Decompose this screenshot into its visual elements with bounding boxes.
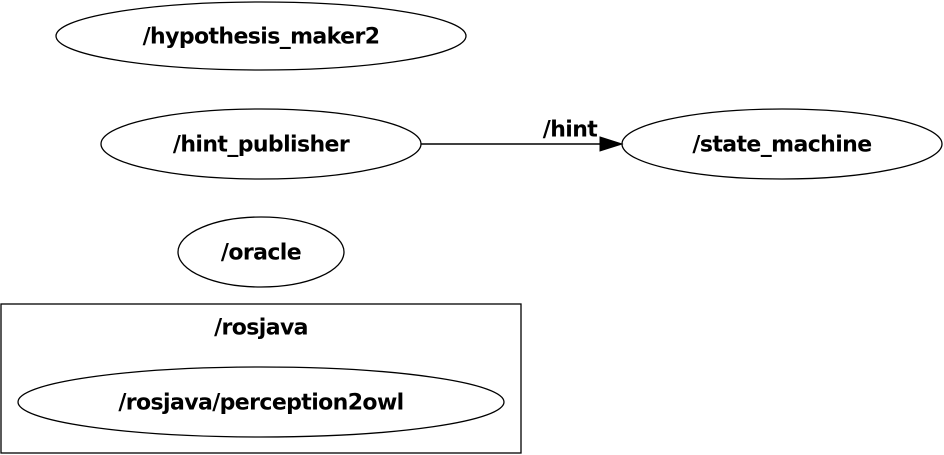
node-oracle[interactable]: /oracle — [177, 216, 345, 288]
node-state-machine[interactable]: /state_machine — [621, 108, 943, 180]
node-state-machine-label: /state_machine — [692, 133, 871, 158]
node-perception2owl[interactable]: /rosjava/perception2owl — [17, 366, 505, 438]
node-hint-publisher[interactable]: /hint_publisher — [100, 108, 422, 180]
node-oracle-ellipse[interactable] — [177, 216, 345, 288]
node-hypothesis-maker2[interactable]: /hypothesis_maker2 — [55, 1, 467, 71]
edge-hint[interactable]: /hint — [421, 118, 624, 152]
node-hint-publisher-label: /hint_publisher — [173, 133, 350, 158]
cluster-rosjava-label: /rosjava — [214, 316, 308, 341]
node-perception2owl-ellipse[interactable] — [17, 366, 505, 438]
node-hypothesis-maker2-ellipse[interactable] — [55, 1, 467, 71]
node-hypothesis-maker2-label: /hypothesis_maker2 — [143, 25, 380, 50]
edge-hint-arrowhead — [599, 136, 624, 152]
node-oracle-label: /oracle — [221, 241, 301, 266]
node-perception2owl-label: /rosjava/perception2owl — [118, 391, 403, 416]
edge-hint-label: /hint — [543, 118, 599, 143]
